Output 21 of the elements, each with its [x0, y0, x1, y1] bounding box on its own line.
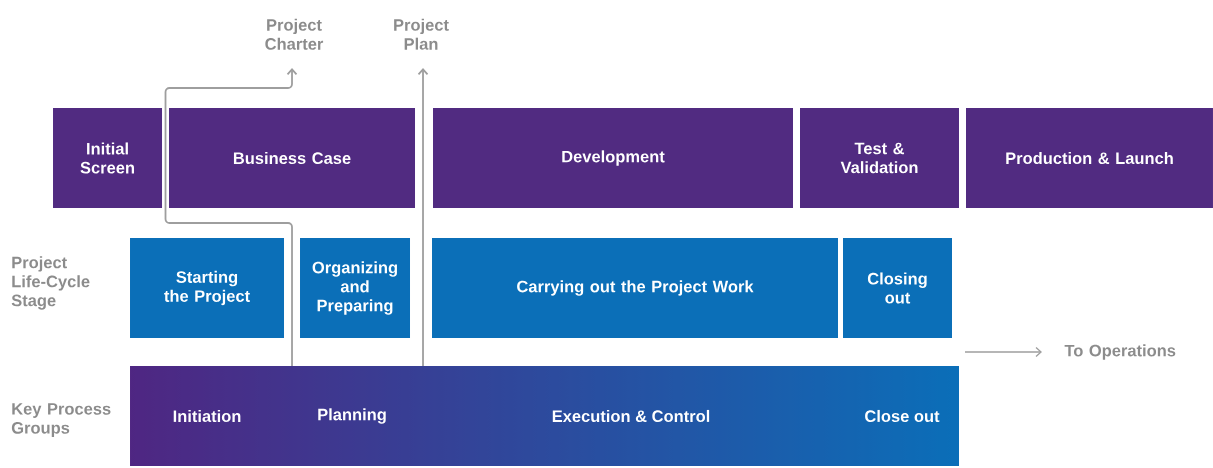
phase-box: Initial Screen — [53, 108, 162, 208]
phase-box: Test & Validation — [800, 108, 959, 208]
arrow — [417, 68, 429, 367]
row-label: Project Life-Cycle Stage — [11, 256, 90, 310]
group-label: Planning — [318, 408, 386, 424]
phase-box: Production & Launch — [966, 108, 1213, 208]
stage-box: Organizing and Preparing — [300, 238, 410, 338]
arrow — [964, 346, 1042, 358]
stage-box: Starting the Project — [130, 238, 284, 338]
group-label: Execution & Control — [552, 409, 710, 423]
output-label: To Operations — [1064, 344, 1176, 360]
stage-box: Carrying out the Project Work — [432, 238, 838, 338]
phase-box: Development — [433, 108, 793, 208]
stage-box: Closing out — [843, 238, 952, 338]
output-label: Project Plan — [394, 18, 449, 50]
group-label: Initiation — [173, 409, 241, 423]
group-label: Close out — [865, 409, 940, 423]
output-label: Project Charter — [265, 18, 324, 50]
row-label: Key Process Groups — [11, 403, 111, 437]
arrow — [164, 68, 298, 367]
phase-box: Business Case — [169, 108, 415, 208]
